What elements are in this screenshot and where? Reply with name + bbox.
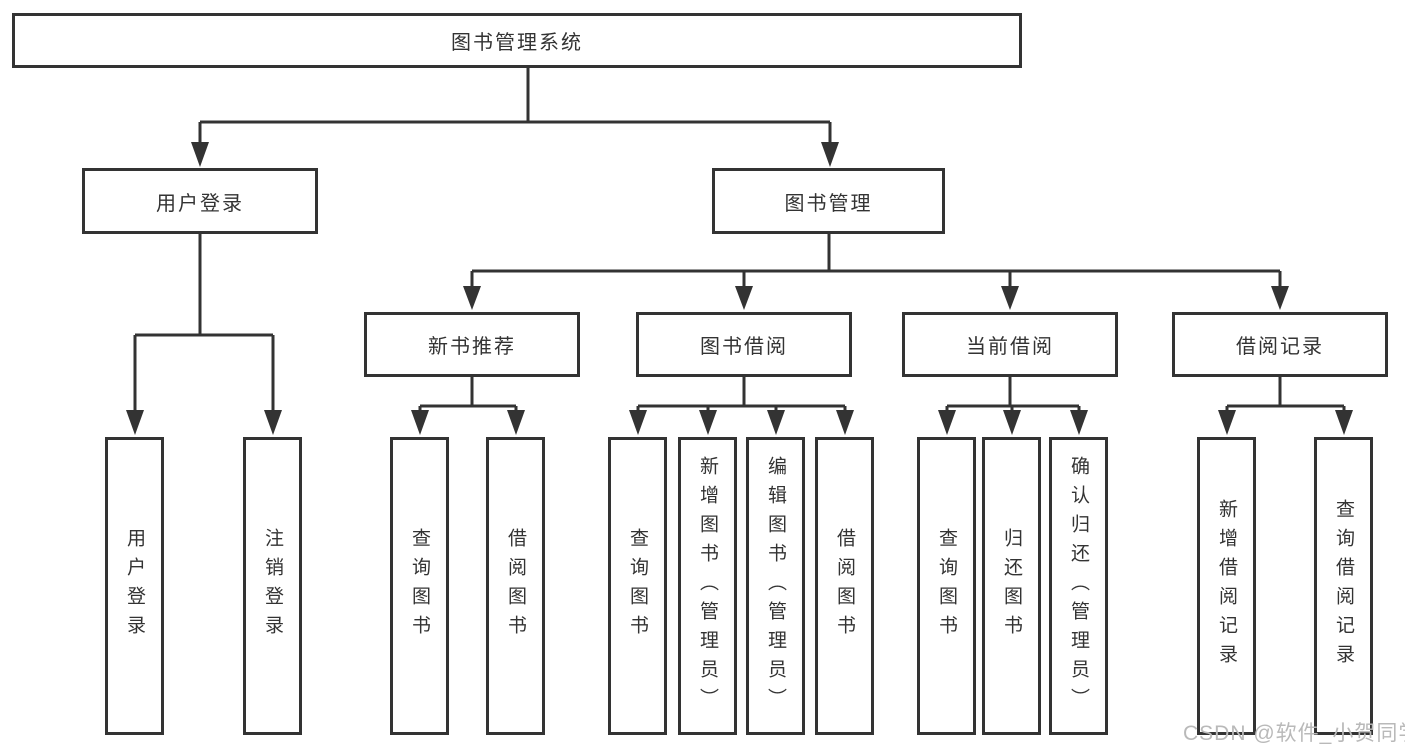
leaf-confirm-return-admin: 确认归还（管理员） (1049, 437, 1108, 735)
leaf-return-books: 归还图书 (982, 437, 1041, 735)
leaf-query-books-recommend: 查询图书 (390, 437, 449, 735)
leaf-user-login: 用户登录 (105, 437, 164, 735)
node-book-borrow: 图书借阅 (636, 312, 852, 377)
leaf-query-books-borrow: 查询图书 (608, 437, 667, 735)
watermark: CSDN @软件_小贺同学 (1183, 722, 1405, 745)
node-current-borrow: 当前借阅 (902, 312, 1118, 377)
leaf-logout: 注销登录 (243, 437, 302, 735)
leaf-edit-books-admin: 编辑图书（管理员） (746, 437, 805, 735)
node-new-book-recommend: 新书推荐 (364, 312, 580, 377)
leaf-borrow-books-recommend: 借阅图书 (486, 437, 545, 735)
node-borrow-records: 借阅记录 (1172, 312, 1388, 377)
node-user-login: 用户登录 (82, 168, 318, 234)
leaf-borrow-books: 借阅图书 (815, 437, 874, 735)
leaf-add-books-admin: 新增图书（管理员） (678, 437, 737, 735)
leaf-query-books-current: 查询图书 (917, 437, 976, 735)
leaf-add-borrow-record: 新增借阅记录 (1197, 437, 1256, 735)
node-root: 图书管理系统 (12, 13, 1022, 68)
leaf-query-borrow-record: 查询借阅记录 (1314, 437, 1373, 735)
node-book-management: 图书管理 (712, 168, 945, 234)
